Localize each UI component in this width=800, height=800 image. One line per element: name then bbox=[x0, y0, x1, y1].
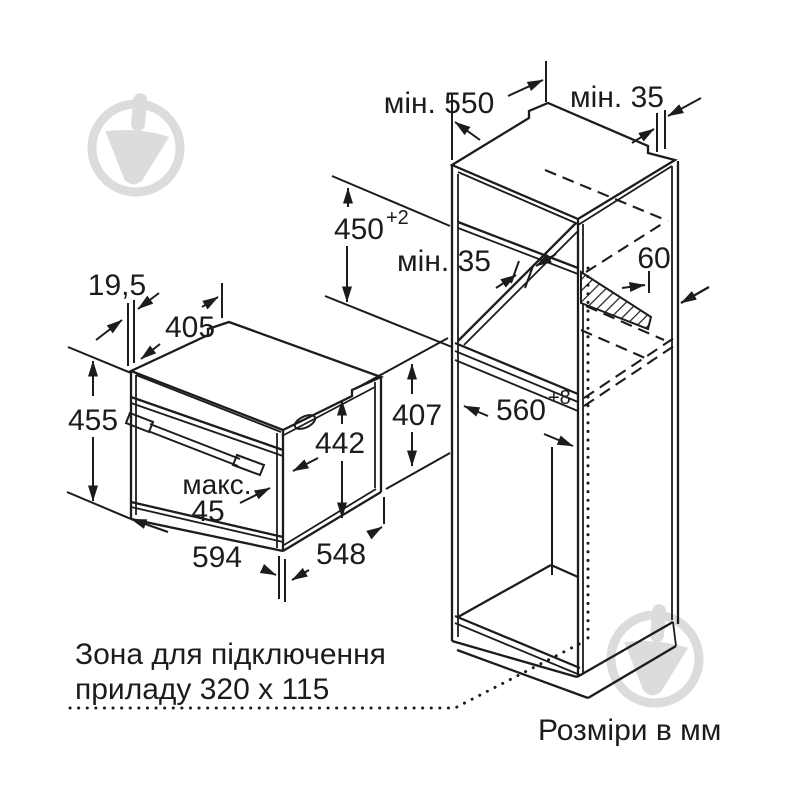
dim-niche-height bbox=[324, 175, 453, 348]
oven-depth-label: 548 bbox=[316, 538, 366, 571]
connection-zone-leader bbox=[68, 639, 587, 710]
connection-zone-note-line2: приладу 320 x 115 bbox=[75, 673, 329, 706]
niche-depth-label: мін. 550 bbox=[384, 87, 495, 120]
dim-door-clearance bbox=[239, 457, 319, 504]
top-depth-label: 405 bbox=[165, 311, 215, 344]
grip-hole bbox=[293, 414, 317, 430]
door-clearance-label: макс. bbox=[182, 469, 251, 500]
top-rear-gap-label: мін. 35 bbox=[570, 81, 664, 114]
dim-top-depth bbox=[140, 283, 223, 360]
shop-watermark-icon bbox=[87, 93, 185, 197]
cabinet-drawing bbox=[449, 101, 710, 700]
vent-depth-label: 60 bbox=[637, 242, 670, 275]
dim-top-rear-gap bbox=[631, 97, 702, 152]
shelf-recess-label: мін. 35 bbox=[397, 245, 491, 278]
niche-width-tolerance: +8 bbox=[548, 387, 571, 409]
units-note: Розміри в мм bbox=[538, 714, 721, 747]
connection-zone-note-line1: Зона для підключення bbox=[75, 638, 386, 671]
niche-height-label: 450 bbox=[334, 213, 384, 246]
niche-width-label: 560 bbox=[496, 394, 546, 427]
shop-watermark-icon bbox=[606, 604, 704, 708]
rear-height-label: 442 bbox=[315, 427, 365, 460]
dim-oven-height bbox=[66, 346, 132, 520]
oven-drawing bbox=[124, 320, 385, 553]
front-overhang-label: 19,5 bbox=[88, 269, 146, 302]
niche-height-tolerance: +2 bbox=[386, 207, 409, 229]
dim-niche-depth bbox=[451, 61, 547, 160]
dim-oven-depth bbox=[291, 497, 385, 581]
dim-oven-width bbox=[130, 518, 286, 602]
wall-arrow bbox=[680, 286, 710, 304]
hidden-edges bbox=[544, 169, 675, 407]
dim-vent-depth bbox=[621, 271, 650, 293]
dim-rear-niche-height bbox=[354, 337, 451, 490]
door-clearance-value: 45 bbox=[191, 495, 224, 528]
oven-height-label: 455 bbox=[68, 404, 118, 437]
rear-niche-height-label: 407 bbox=[392, 399, 442, 432]
oven-width-label: 594 bbox=[192, 541, 242, 574]
dim-shelf-recess bbox=[495, 253, 557, 289]
oven-handle bbox=[124, 411, 266, 477]
dim-front-overhang bbox=[95, 292, 160, 366]
dim-niche-width bbox=[463, 405, 574, 575]
